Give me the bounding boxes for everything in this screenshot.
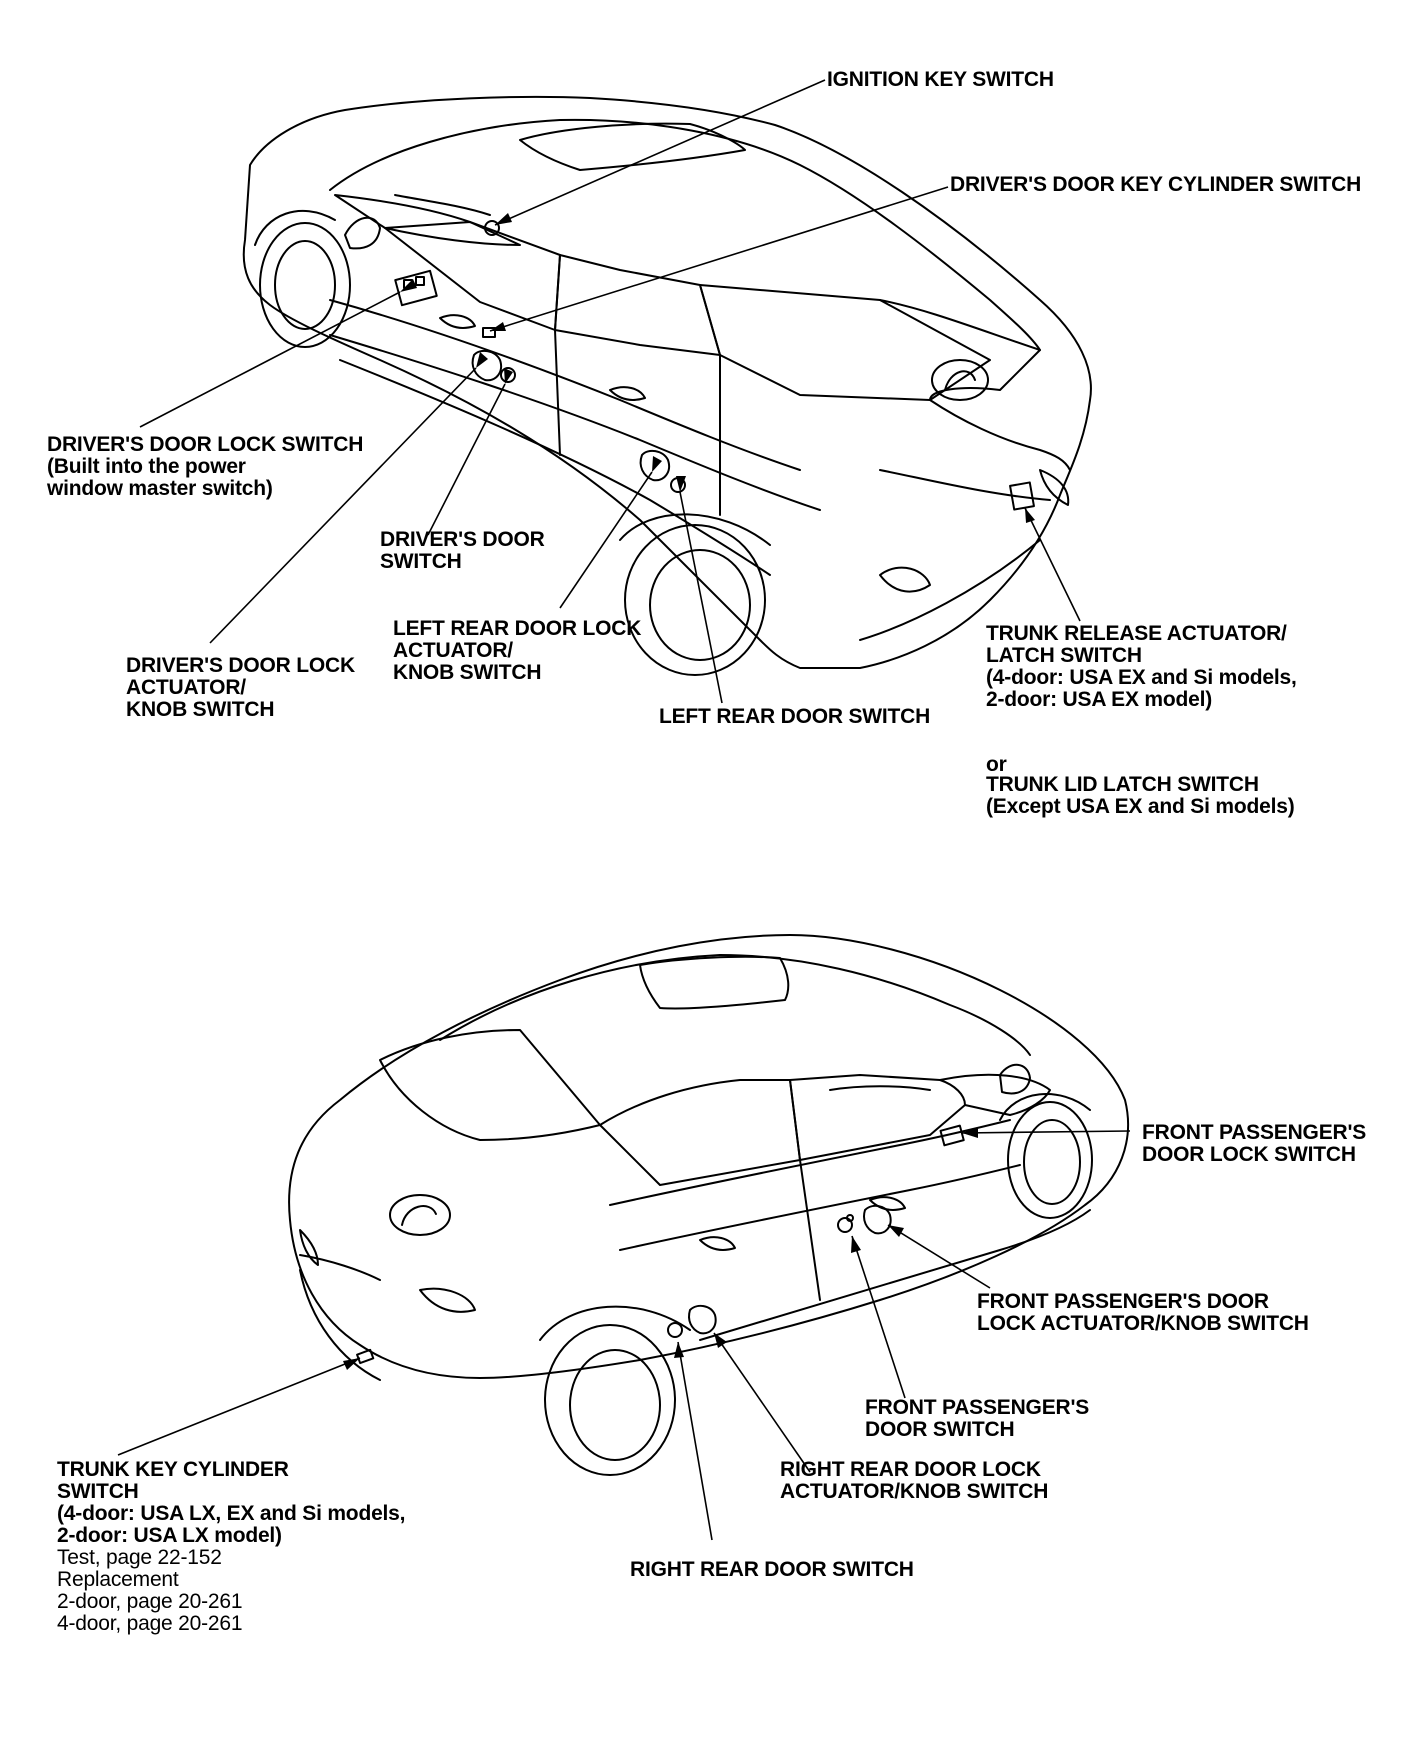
label-front-passengers-door-lock-actuator: FRONT PASSENGER'S DOOR LOCK ACTUATOR/KNO…: [977, 1290, 1309, 1335]
label-right-rear-door-lock-actuator: RIGHT REAR DOOR LOCK ACTUATOR/KNOB SWITC…: [780, 1458, 1049, 1503]
label-ignition-key-switch: IGNITION KEY SWITCH: [827, 68, 1054, 91]
leader-drivers-door-lock-switch: [139, 291, 401, 428]
top-car-illustration: [244, 97, 1091, 675]
label-front-passengers-door-switch: FRONT PASSENGER'S DOOR SWITCH: [865, 1396, 1090, 1441]
link-2-door-page[interactable]: 2-door, page 20-261: [57, 1590, 243, 1613]
label-front-passengers-door-lock-switch: FRONT PASSENGER'S DOOR LOCK SWITCH: [1142, 1121, 1367, 1166]
top-arrowheads: [400, 213, 1035, 523]
link-4-door-page[interactable]: 4-door, page 20-261: [57, 1612, 243, 1635]
bottom-leader-lines: [117, 1130, 1131, 1541]
bottom-car-illustration: [289, 935, 1128, 1475]
label-trunk-release-actuator: TRUNK RELEASE ACTUATOR/ LATCH SWITCH (4-…: [986, 622, 1297, 711]
leader-drivers-door-lock-actuator: [209, 367, 477, 644]
label-trunk-key-cylinder-switch: TRUNK KEY CYLINDER SWITCH (4-door: USA L…: [57, 1458, 406, 1635]
label-trunk-lid-latch-switch: TRUNK LID LATCH SWITCH (Except USA EX an…: [986, 773, 1295, 818]
label-right-rear-door-switch: RIGHT REAR DOOR SWITCH: [630, 1558, 914, 1581]
label-drivers-door-lock-switch: DRIVER'S DOOR LOCK SWITCH (Built into th…: [47, 433, 364, 500]
label-drivers-door-switch: DRIVER'S DOOR SWITCH: [380, 528, 545, 573]
label-left-rear-door-lock-actuator: LEFT REAR DOOR LOCK ACTUATOR/ KNOB SWITC…: [393, 617, 642, 684]
label-or: or: [986, 753, 1007, 776]
leader-drivers-door-switch: [427, 383, 506, 536]
leader-front-passenger-door-lock-switch: [961, 1130, 1131, 1134]
top-leader-lines: [139, 79, 1081, 704]
replacement-heading: Replacement: [57, 1568, 179, 1591]
link-test-page[interactable]: Test, page 22-152: [57, 1546, 222, 1569]
leader-left-rear-door-switch: [679, 491, 723, 704]
leader-trunk-key-cylinder: [117, 1357, 361, 1456]
leader-ignition-key-switch: [494, 79, 826, 226]
leader-left-rear-lock-actuator: [559, 471, 653, 609]
label-drivers-door-lock-actuator: DRIVER'S DOOR LOCK ACTUATOR/ KNOB SWITCH: [126, 654, 355, 721]
leader-right-rear-lock-actuator: [713, 1332, 811, 1473]
leader-front-passenger-lock-actuator: [887, 1224, 991, 1289]
leader-front-passenger-door-switch: [851, 1235, 906, 1399]
leader-drivers-door-key-cylinder: [489, 186, 949, 332]
label-drivers-door-key-cylinder-switch: DRIVER'S DOOR KEY CYLINDER SWITCH: [950, 173, 1362, 196]
leader-trunk-release-actuator: [1024, 507, 1081, 622]
leader-right-rear-door-switch: [677, 1341, 713, 1541]
bottom-arrowheads: [343, 1127, 978, 1370]
label-left-rear-door-switch: LEFT REAR DOOR SWITCH: [659, 705, 931, 728]
